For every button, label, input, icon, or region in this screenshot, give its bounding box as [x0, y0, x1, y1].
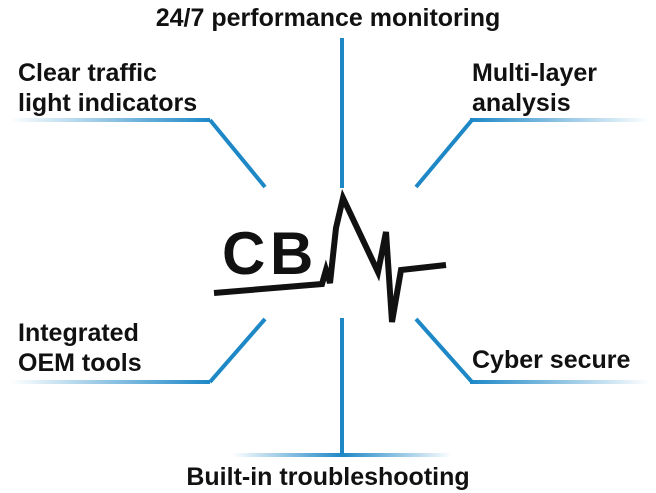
logo-letter-c: C — [222, 220, 265, 287]
feature-text-line-1: Clear traffic — [18, 59, 157, 87]
feature-text: 24/7 performance monitoring — [155, 4, 501, 32]
underline-bottom — [232, 453, 452, 457]
underline-top-right — [470, 118, 650, 122]
cbm-logo: C B — [213, 188, 447, 323]
feature-text-line-2: light indicators — [18, 89, 198, 117]
feature-text-line-2: analysis — [472, 89, 571, 117]
logo-letter-b: B — [270, 220, 313, 287]
connector-bottom-left — [208, 317, 267, 384]
feature-text-line-2: OEM tools — [18, 349, 142, 377]
heartbeat-m-icon — [213, 188, 447, 323]
feature-text: Cyber secure — [472, 346, 631, 374]
underline-bottom-right — [470, 380, 650, 384]
feature-text-line-1: Integrated — [18, 319, 139, 347]
connector-bottom-right — [414, 317, 474, 384]
feature-bottom-right-label: Cyber secure — [472, 345, 630, 375]
feature-top-right-label: Multi-layer analysis — [472, 58, 597, 118]
feature-text: Built-in troubleshooting — [186, 463, 470, 491]
feature-bottom-left-label: Integrated OEM tools — [18, 318, 142, 378]
underline-top-left — [10, 118, 210, 122]
connector-top-left — [208, 118, 267, 189]
feature-top-left-label: Clear traffic light indicators — [18, 58, 197, 118]
underline-bottom-left — [10, 380, 210, 384]
feature-top-label: 24/7 performance monitoring — [0, 3, 656, 33]
connector-top-right — [414, 118, 474, 189]
feature-text-line-1: Multi-layer — [472, 59, 598, 87]
feature-bottom-label: Built-in troubleshooting — [0, 462, 656, 492]
